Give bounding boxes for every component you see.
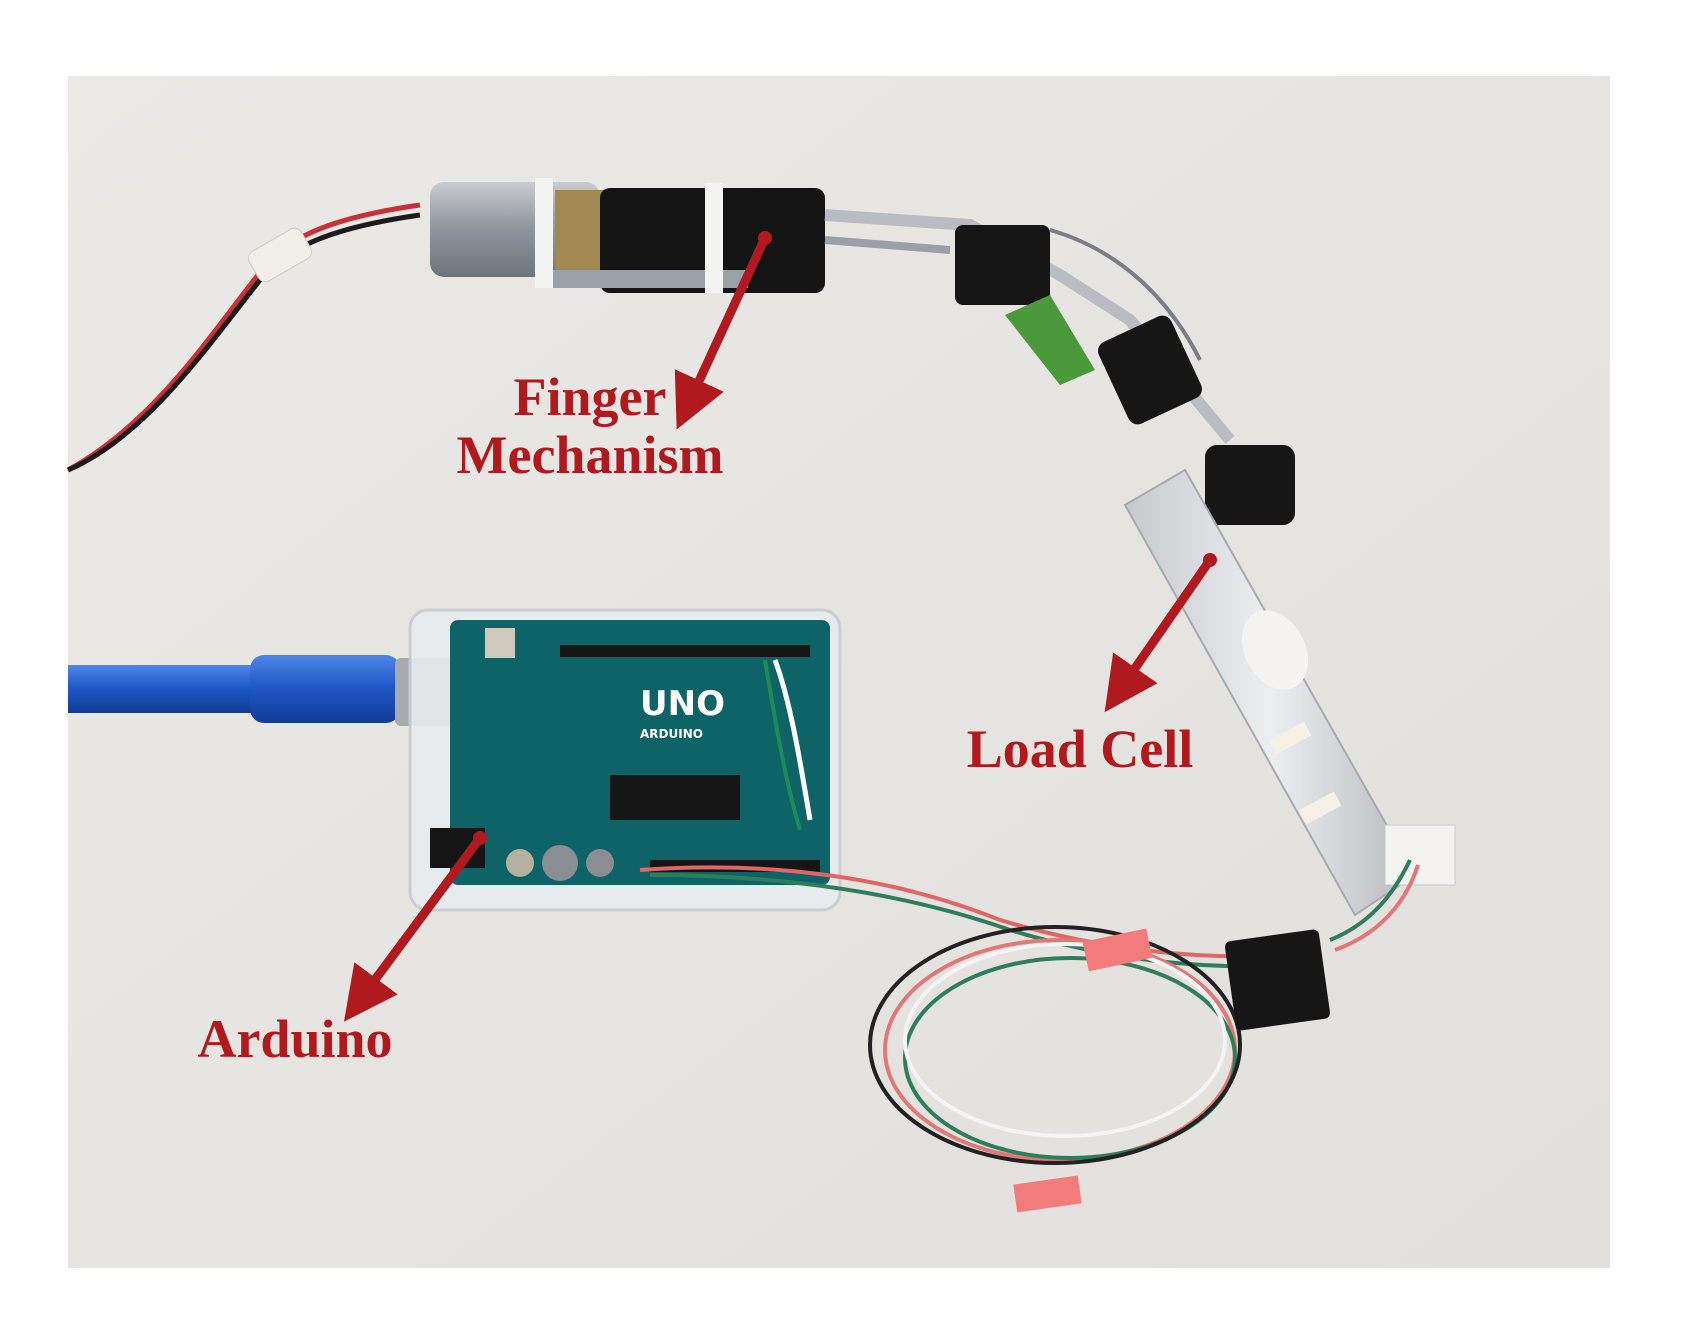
finger-arrow-icon [674,236,770,430]
power-wires [66,202,421,473]
board-logo: UNO [640,684,725,724]
finger-mechanism [430,178,1295,525]
load-cell-label: Load Cell [966,719,1194,779]
arduino-label: Arduino [197,1009,393,1069]
arduino-arrow-icon [343,835,484,1022]
board-brand: ARDUINO [640,727,703,741]
arduino-board: UNO ARDUINO [408,608,842,912]
wire-connector [1013,928,1331,1213]
load-cell-arrow-icon [1104,557,1214,713]
wire-bundle [639,859,1420,1165]
finger-mechanism-label: Finger Mechanism [440,368,740,484]
finger-label-line1: Finger [513,367,667,427]
arrow-dots [473,231,1217,845]
arrow-icon [343,236,1214,1022]
finger-label-line2: Mechanism [456,425,724,485]
